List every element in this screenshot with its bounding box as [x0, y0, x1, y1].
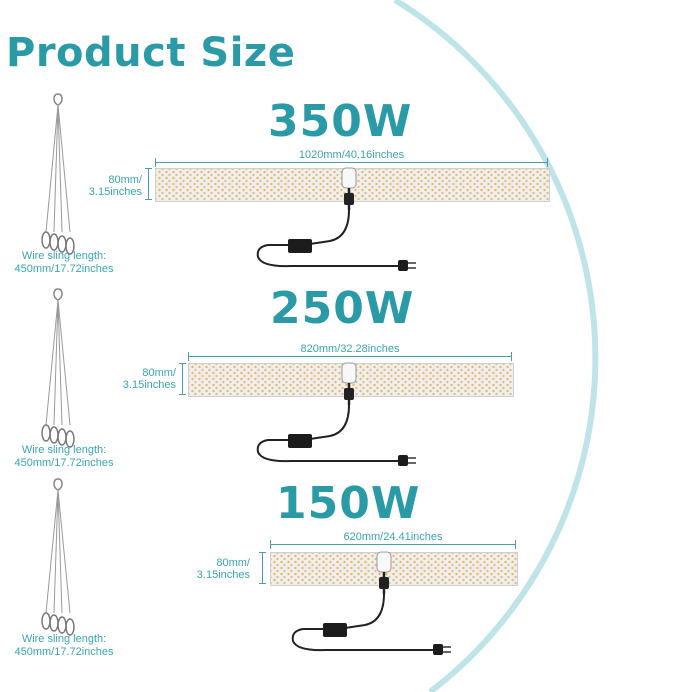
height-label: 80mm/ 3.15inches: [88, 174, 142, 198]
power-driver-cable: [256, 362, 416, 466]
width-dimension-line: [155, 158, 548, 167]
wire-sling-icon: [41, 93, 75, 255]
page-title: Product Size: [6, 30, 296, 76]
width-label: 620mm/24.41inches: [343, 531, 443, 543]
width-label: 1020mm/40.16inches: [298, 149, 405, 161]
width-dimension-line: [188, 352, 512, 361]
power-driver-cable: [291, 551, 451, 655]
sling-length-label: Wire sling length: 450mm/17.72inches: [14, 250, 114, 275]
wire-sling-icon: [41, 288, 75, 448]
width-label: 820mm/32.28inches: [300, 343, 400, 355]
wattage-title: 150W: [276, 478, 421, 529]
height-dimension-line: [259, 552, 266, 584]
height-label: 80mm/ 3.15inches: [196, 557, 250, 581]
width-dimension-line: [270, 540, 516, 549]
wire-sling-icon: [41, 478, 75, 636]
wattage-title: 350W: [268, 96, 413, 147]
height-dimension-line: [179, 363, 186, 395]
wattage-title: 250W: [270, 283, 415, 334]
sling-length-label: Wire sling length: 450mm/17.72inches: [14, 633, 114, 658]
sling-length-label: Wire sling length: 450mm/17.72inches: [14, 444, 114, 469]
height-dimension-line: [145, 168, 152, 200]
height-label: 80mm/ 3.15inches: [122, 367, 176, 391]
power-driver-cable: [256, 167, 416, 271]
led-board: [270, 552, 518, 586]
